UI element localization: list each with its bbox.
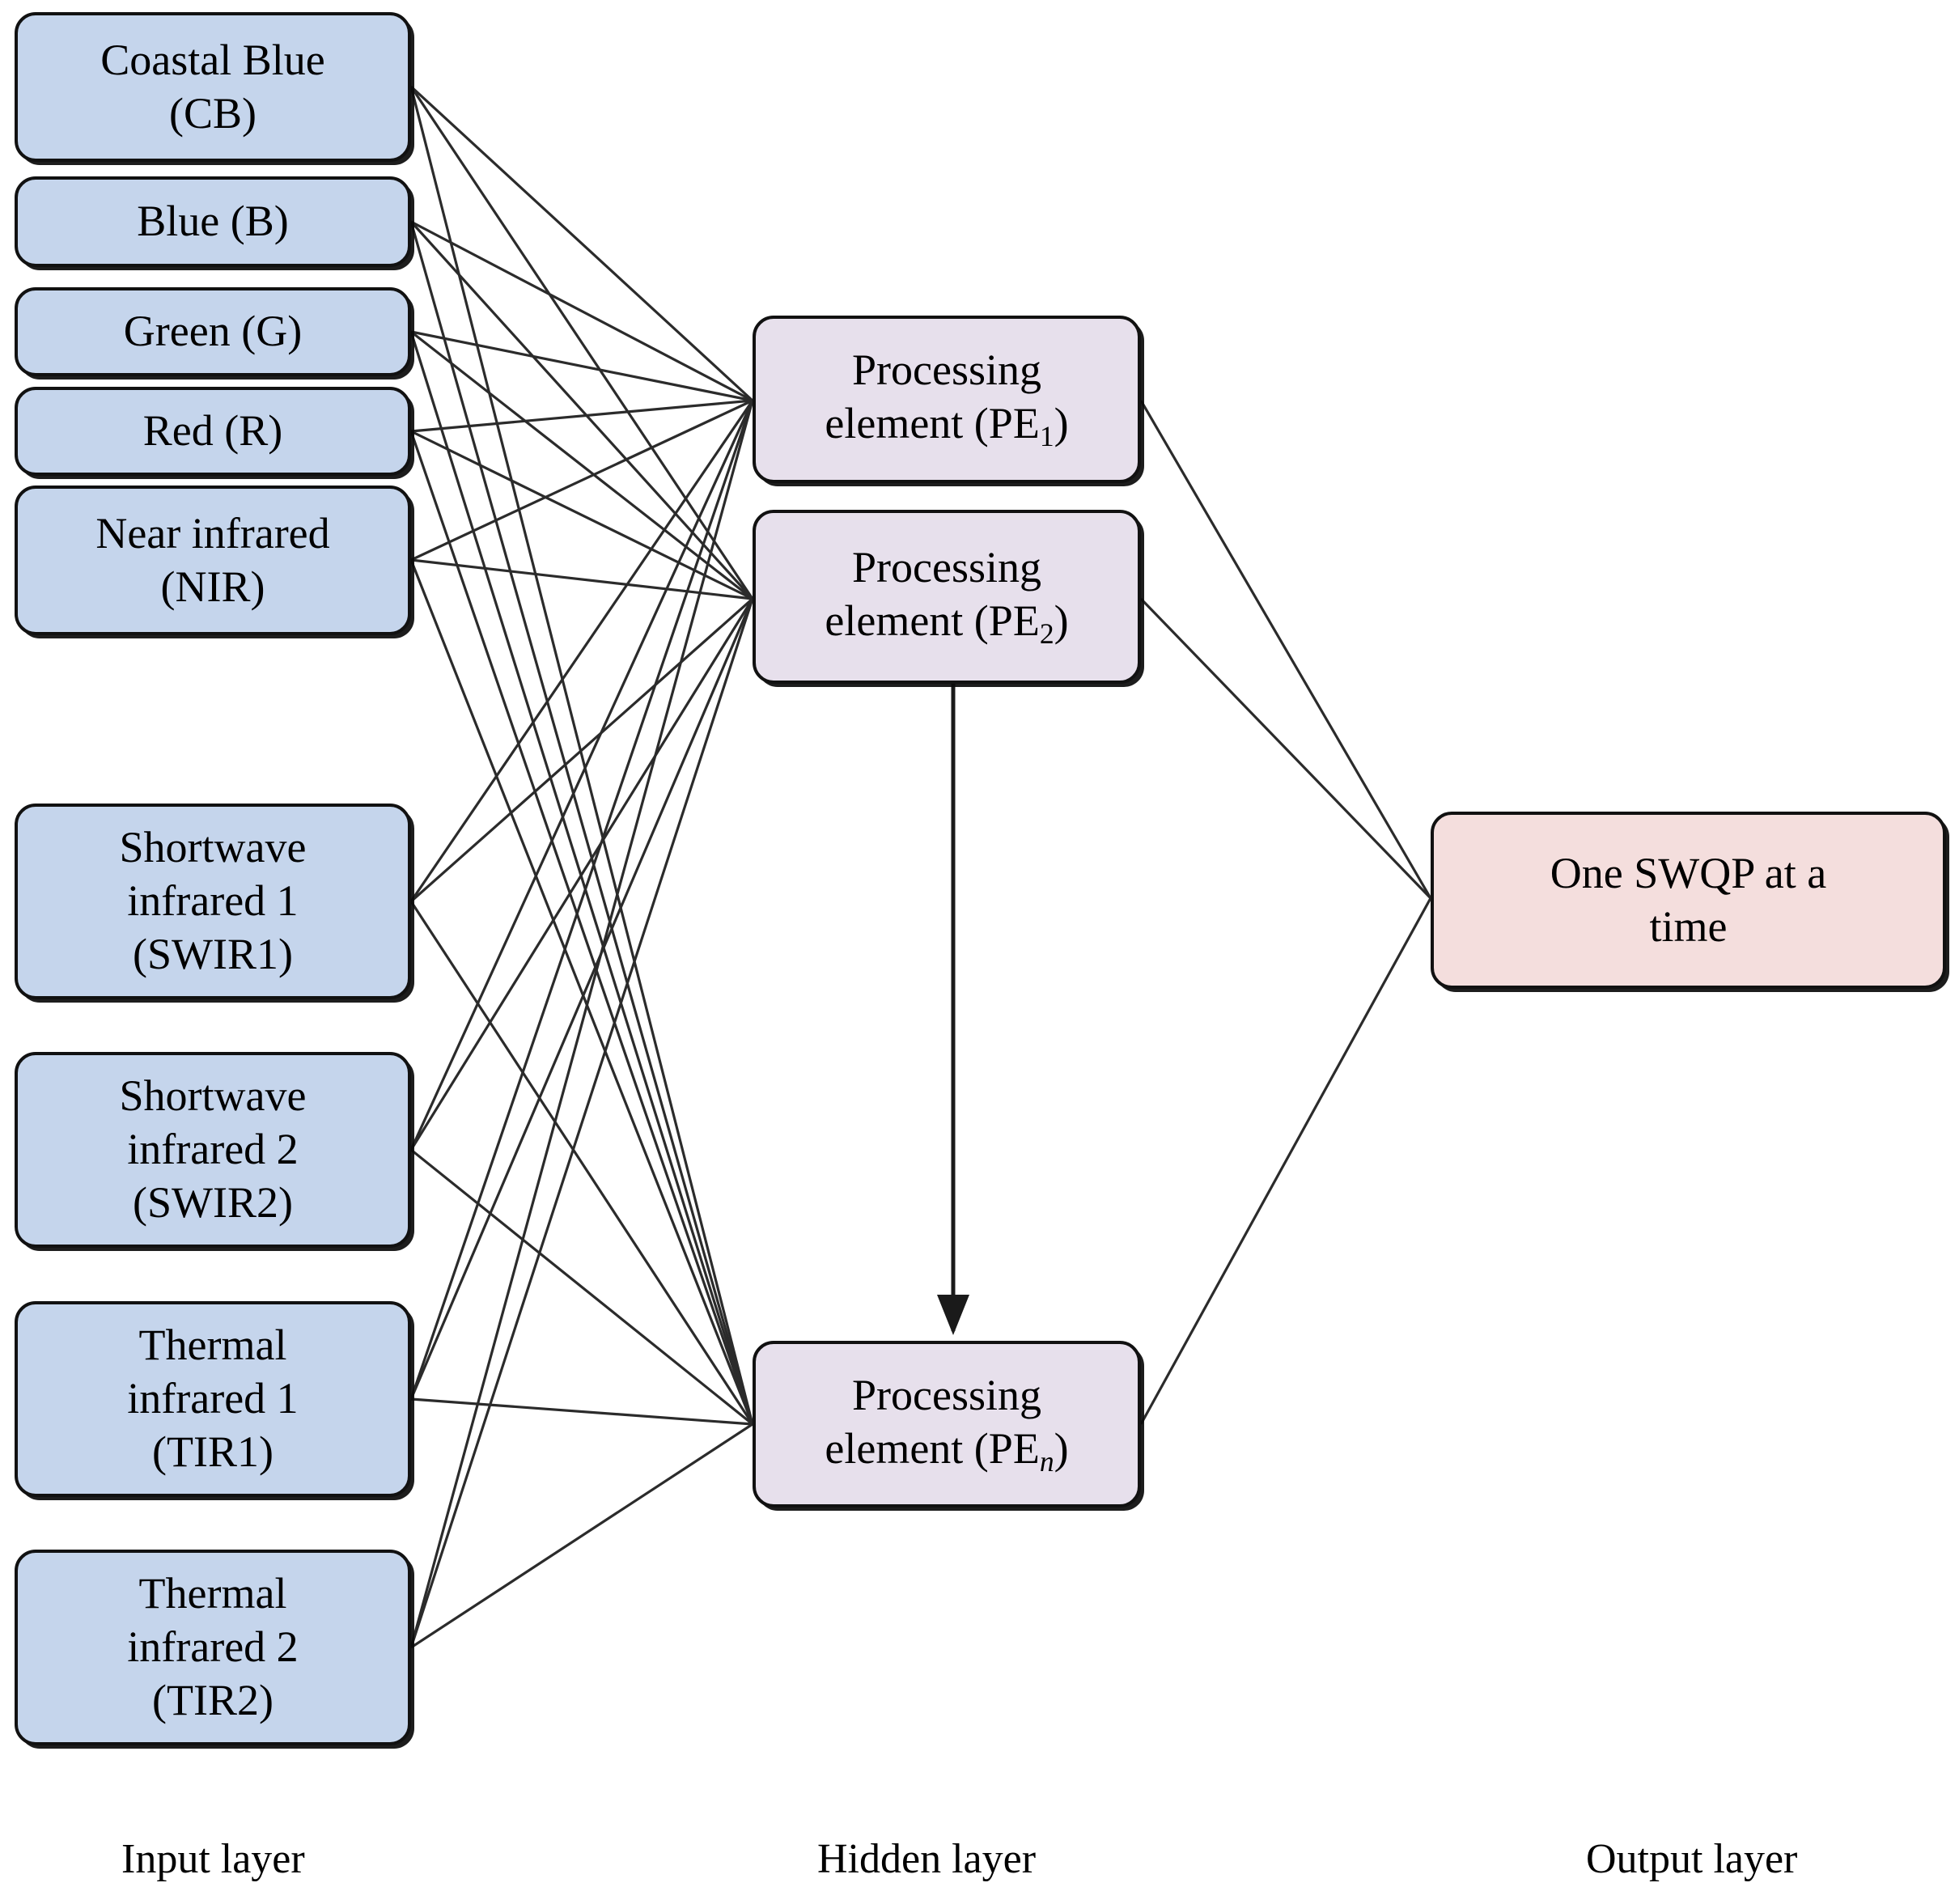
input-node-b[interactable]: Blue (B)	[15, 176, 411, 267]
edge-input-to-hidden	[409, 430, 754, 1425]
edge-lines	[409, 85, 754, 1649]
edge-input-to-hidden	[410, 558, 753, 600]
edge-input-to-hidden	[409, 901, 754, 1425]
edge-input-to-hidden	[410, 220, 753, 402]
output-layer-label: Output layer	[1586, 1836, 1798, 1882]
edge-input-to-hidden	[409, 221, 754, 1425]
input-node-r[interactable]: Red (R)	[15, 387, 411, 476]
edge-input-to-hidden	[409, 331, 754, 1425]
node-label: Blue (B)	[137, 197, 289, 246]
edge-input-to-hidden	[409, 400, 754, 1648]
edge-input-to-hidden	[409, 400, 754, 1151]
input-node-cb[interactable]: Coastal Blue(CB)	[15, 12, 411, 162]
input-node-g[interactable]: Green (G)	[15, 287, 411, 376]
node-label: Green (G)	[123, 307, 303, 356]
output-edge-lines	[1139, 400, 1432, 1425]
input-node-nir[interactable]: Near infrared(NIR)	[15, 486, 411, 635]
edge-hidden-to-output	[1139, 400, 1432, 899]
edge-input-to-hidden	[409, 598, 754, 1400]
edge-input-to-hidden	[409, 86, 754, 600]
edge-input-to-hidden	[409, 400, 754, 902]
edge-input-to-hidden	[410, 1423, 753, 1649]
edge-input-to-hidden	[409, 559, 754, 1425]
node-label: Red (R)	[142, 406, 283, 456]
edge-input-to-hidden	[410, 399, 753, 562]
edge-input-to-hidden	[409, 598, 754, 1151]
edge-input-to-hidden	[409, 598, 754, 1648]
edge-input-to-hidden	[409, 1148, 754, 1426]
node-label: Near infrared(NIR)	[95, 508, 330, 611]
edge-input-to-hidden	[410, 1397, 753, 1426]
edge-input-to-hidden	[409, 85, 754, 402]
edge-input-to-hidden	[409, 400, 754, 1400]
node-label: Coastal Blue(CB)	[100, 35, 325, 138]
edge-input-to-hidden	[409, 86, 754, 1425]
edge-input-to-hidden	[410, 330, 753, 402]
hidden-layer-label: Hidden layer	[817, 1836, 1037, 1882]
edge-input-to-hidden	[410, 399, 753, 433]
edge-input-to-hidden	[409, 597, 754, 903]
edge-hidden-to-output	[1139, 597, 1432, 900]
edge-hidden-to-output	[1139, 897, 1432, 1425]
edge-input-to-hidden	[409, 220, 754, 600]
edge-input-to-hidden	[410, 330, 753, 600]
input-layer-label: Input layer	[121, 1836, 305, 1882]
